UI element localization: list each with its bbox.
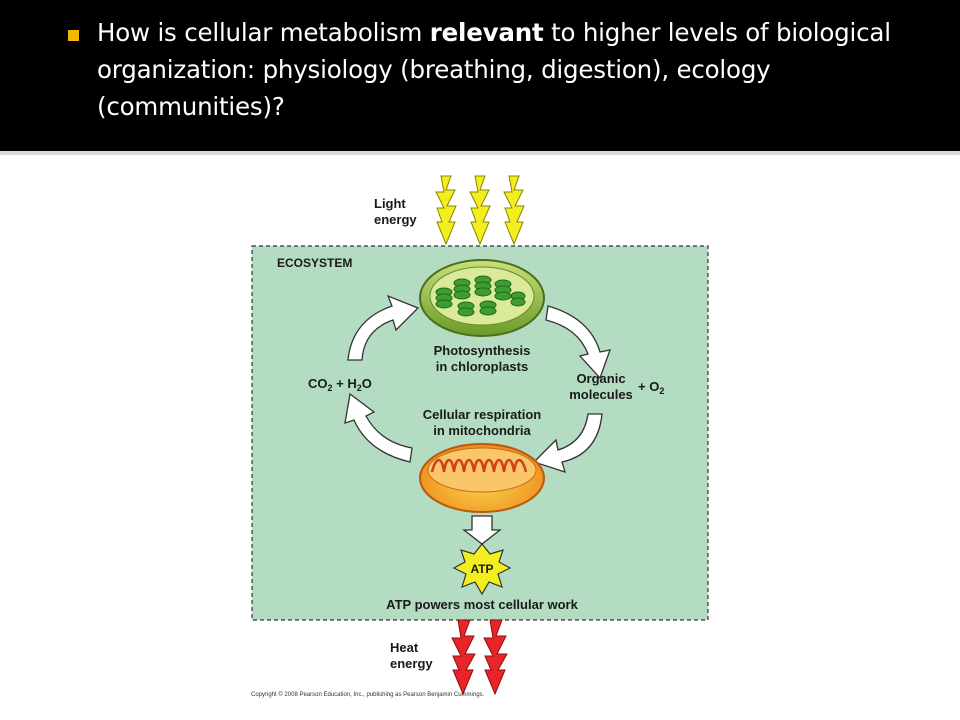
arrow-to-organic xyxy=(545,305,611,380)
title-bold-word: relevant xyxy=(429,18,544,47)
photosynthesis-line-1: Photosynthesis xyxy=(433,343,531,358)
heat-label-line-1: Heat xyxy=(390,640,419,655)
photosynthesis-line-2: in chloroplasts xyxy=(435,359,529,374)
slide-title: How is cellular metabolism relevant to h… xyxy=(97,14,917,125)
light-label-line-1: Light xyxy=(374,196,406,211)
ecosystem-label: ECOSYSTEM xyxy=(277,256,353,270)
heat-label-line-2: energy xyxy=(390,656,433,671)
title-text-1: How is cellular metabolism xyxy=(97,18,430,47)
arrow-to-co2 xyxy=(344,392,413,463)
mitochondrion-illustration xyxy=(419,443,545,513)
heat-bolt-1 xyxy=(451,619,476,696)
h2o-subscript: 2 xyxy=(356,383,362,393)
co2-text: CO xyxy=(308,376,328,391)
atp-powers-label: ATP powers most cellular work xyxy=(386,597,578,612)
heat-bolt-2 xyxy=(483,619,508,696)
light-bolt-2 xyxy=(469,175,491,246)
respiration-line-1: Cellular respiration xyxy=(422,407,542,422)
light-energy-label: Light energy xyxy=(374,196,417,228)
co2-subscript: 2 xyxy=(327,383,333,393)
h2o-text: + H xyxy=(332,376,357,391)
o2-text: + O xyxy=(638,379,660,394)
heat-energy-bolts xyxy=(451,619,508,696)
bullet-icon xyxy=(68,30,79,41)
chloroplast-illustration xyxy=(419,259,545,337)
cellular-respiration-label: Cellular respiration in mitochondria xyxy=(402,407,562,439)
organic-molecules-label: Organic molecules xyxy=(558,371,644,403)
organic-line-1: Organic xyxy=(576,371,626,386)
arrow-to-chloroplast xyxy=(347,294,420,361)
photosynthesis-label: Photosynthesis in chloroplasts xyxy=(412,343,552,375)
h2o-o-text: O xyxy=(361,376,372,391)
light-bolt-3 xyxy=(503,175,525,246)
heat-energy-label: Heat energy xyxy=(390,640,433,672)
o2-label: + O2 xyxy=(638,379,664,399)
o2-subscript: 2 xyxy=(659,386,665,396)
light-energy-bolts xyxy=(435,175,525,246)
arrow-to-atp xyxy=(462,515,502,545)
atp-burst-icon xyxy=(452,543,512,596)
co2-h2o-label: CO2 + H2O xyxy=(308,376,372,396)
light-label-line-2: energy xyxy=(374,212,417,227)
cycle-arrows xyxy=(344,294,611,473)
atp-label: ATP xyxy=(470,562,494,576)
organic-line-2: molecules xyxy=(569,387,633,402)
copyright-notice: Copyright © 2008 Pearson Education, Inc.… xyxy=(251,692,485,698)
slide-header: How is cellular metabolism relevant to h… xyxy=(0,0,960,155)
respiration-line-2: in mitochondria xyxy=(433,423,531,438)
light-bolt-1 xyxy=(435,175,457,246)
title-text-2: to higher levels of biological organizat… xyxy=(97,18,891,121)
